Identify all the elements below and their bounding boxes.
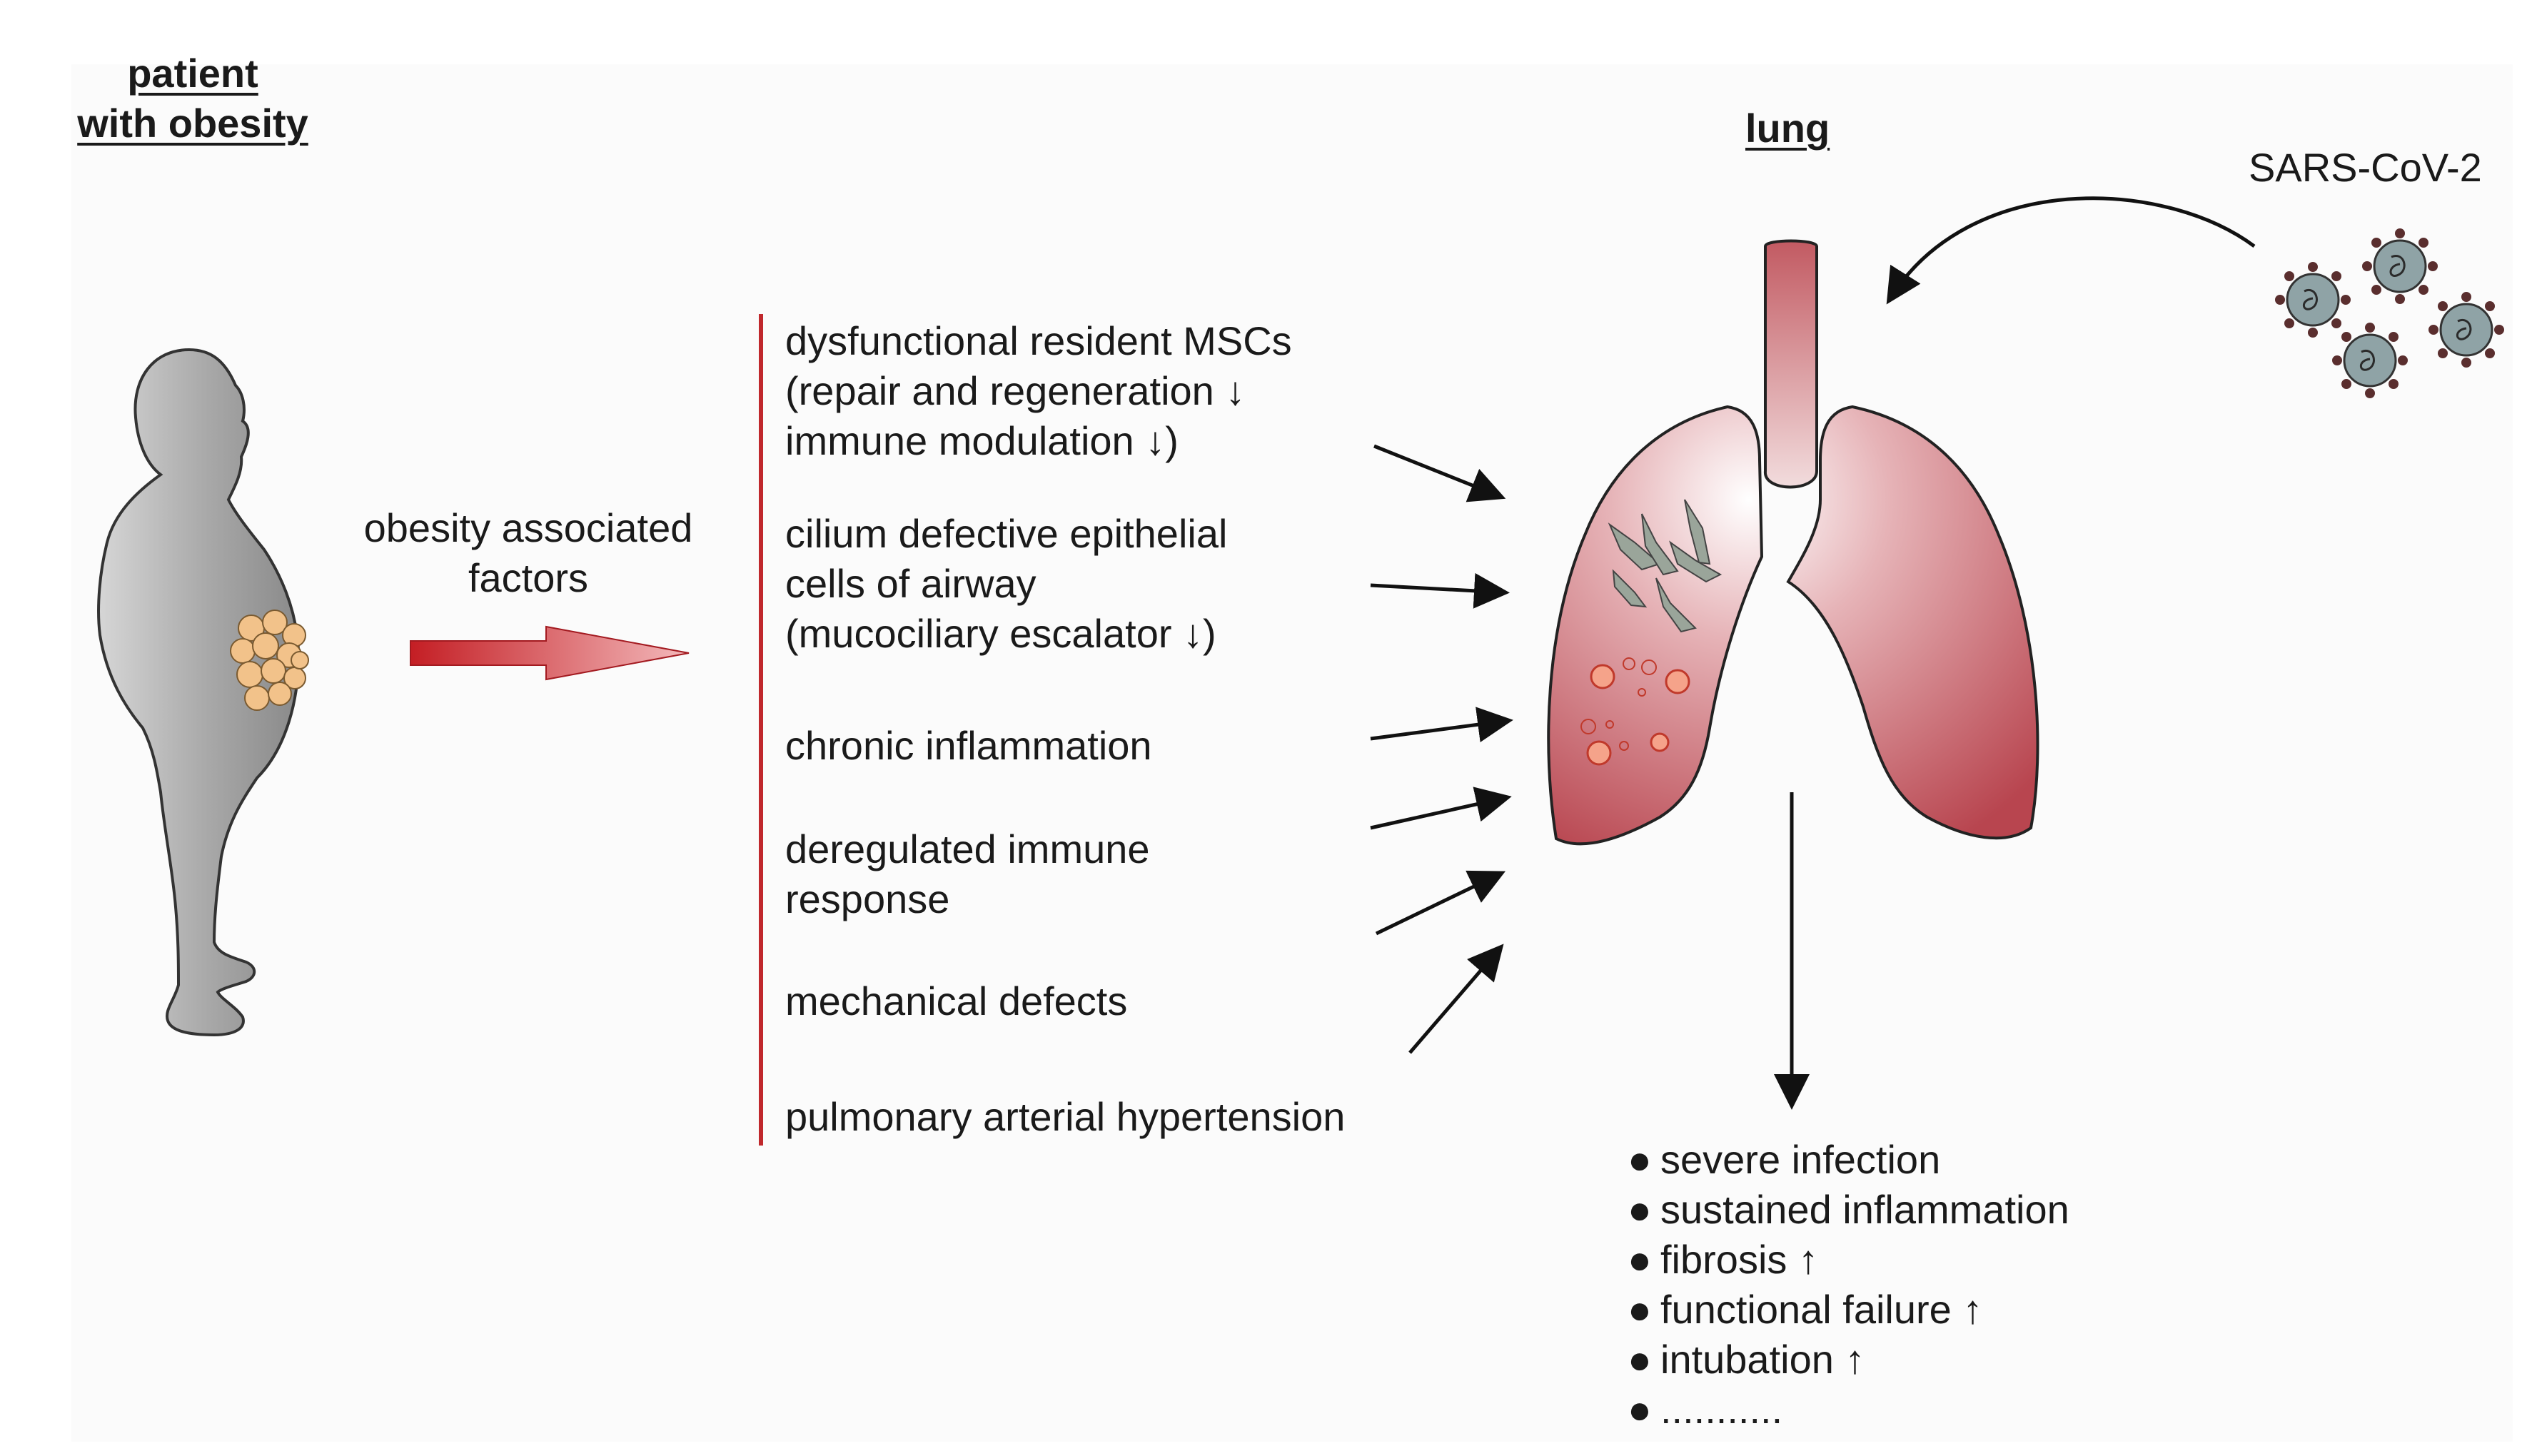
arrow-icon (1373, 444, 1506, 502)
virus-particles-icon (2286, 239, 2493, 388)
virus-icon (2343, 333, 2397, 388)
obesity-factors-line2: factors (468, 555, 589, 600)
outcome-text: intubation ↑ (1660, 1337, 1865, 1382)
factor-mechanical-defects-line1: mechanical defects (785, 979, 1128, 1023)
factor-chronic-inflammation-line1: chronic inflammation (785, 723, 1152, 768)
outcome-item: ●severe infection (1628, 1135, 2069, 1185)
bullet-icon: ● (1628, 1137, 1652, 1182)
outcome-text: ........... (1660, 1387, 1783, 1432)
factor-cilium-line2: cells of airway (785, 561, 1036, 606)
patient-silhouette-icon (97, 348, 309, 1037)
patient-header-line2: with obesity (77, 101, 308, 146)
virus-label: SARS-CoV-2 (2249, 145, 2482, 190)
bullet-icon: ● (1628, 1387, 1652, 1432)
arrow-icon (1370, 572, 1510, 609)
virus-arrow-icon (1886, 196, 2256, 305)
virus-icon (2373, 239, 2427, 293)
factor-mechanical-defects: mechanical defects (785, 976, 1127, 1026)
arrow-icon (1370, 707, 1513, 743)
fibroblast-icon (1608, 499, 1723, 633)
factor-cilium-line1: cilium defective epithelial (785, 511, 1228, 556)
bullet-icon: ● (1628, 1187, 1652, 1232)
arrow-icon (1408, 944, 1504, 1054)
obesity-factors-line1: obesity associated (363, 505, 693, 550)
factor-cilium: cilium defective epithelial cells of air… (785, 509, 1227, 659)
outcome-text: sustained inflammation (1660, 1187, 2069, 1232)
outcome-item: ●fibrosis ↑ (1628, 1235, 2069, 1285)
factor-msc-line3: immune modulation ↓) (785, 418, 1179, 463)
factor-msc-line2: (repair and regeneration ↓ (785, 368, 1246, 413)
obesity-factors-label: obesity associated factors (336, 503, 721, 603)
lung-header: lung (1745, 106, 1830, 151)
factor-pulmonary-hypertension-line1: pulmonary arterial hypertension (785, 1094, 1346, 1139)
factors-divider (759, 314, 763, 1146)
factor-deregulated-immune-line2: response (785, 876, 950, 921)
bullet-icon: ● (1628, 1287, 1652, 1332)
patient-header: patient with obesity (64, 49, 321, 148)
virus-icon (2439, 303, 2493, 357)
outcome-text: severe infection (1660, 1137, 1941, 1182)
bullet-icon: ● (1628, 1237, 1652, 1282)
virus-spikes-icon (2275, 228, 2504, 398)
factor-chronic-inflammation: chronic inflammation (785, 721, 1152, 771)
immune-cells-small-icon (1580, 657, 1657, 751)
outcomes-list: ●severe infection ●sustained inflammatio… (1628, 1135, 2069, 1435)
diagram-background (71, 64, 2513, 1442)
factor-msc-line1: dysfunctional resident MSCs (785, 318, 1292, 363)
factor-pulmonary-hypertension: pulmonary arterial hypertension (785, 1092, 1345, 1142)
fat-cells-icon (230, 610, 309, 711)
outcome-item: ●........... (1628, 1385, 2069, 1435)
lung-icon (1547, 239, 2039, 846)
outcome-item: ●sustained inflammation (1628, 1185, 2069, 1235)
red-right-arrow-icon (410, 625, 690, 681)
arrow-icon (1375, 870, 1506, 936)
virus-icon (2286, 273, 2340, 327)
factor-arrows (1370, 444, 1513, 1054)
patient-header-line1: patient (127, 51, 258, 96)
factor-msc: dysfunctional resident MSCs (repair and … (785, 316, 1292, 466)
arrow-icon (1370, 787, 1512, 830)
factor-cilium-line3: (mucociliary escalator ↓) (785, 611, 1216, 656)
factor-deregulated-immune: deregulated immune response (785, 824, 1150, 924)
factor-deregulated-immune-line1: deregulated immune (785, 826, 1150, 871)
outcome-text: fibrosis ↑ (1660, 1237, 1818, 1282)
outcome-item: ●functional failure ↑ (1628, 1285, 2069, 1335)
immune-cells-icon (1586, 664, 1690, 766)
outcome-text: functional failure ↑ (1660, 1287, 1983, 1332)
outcome-item: ●intubation ↑ (1628, 1335, 2069, 1385)
bullet-icon: ● (1628, 1337, 1652, 1382)
